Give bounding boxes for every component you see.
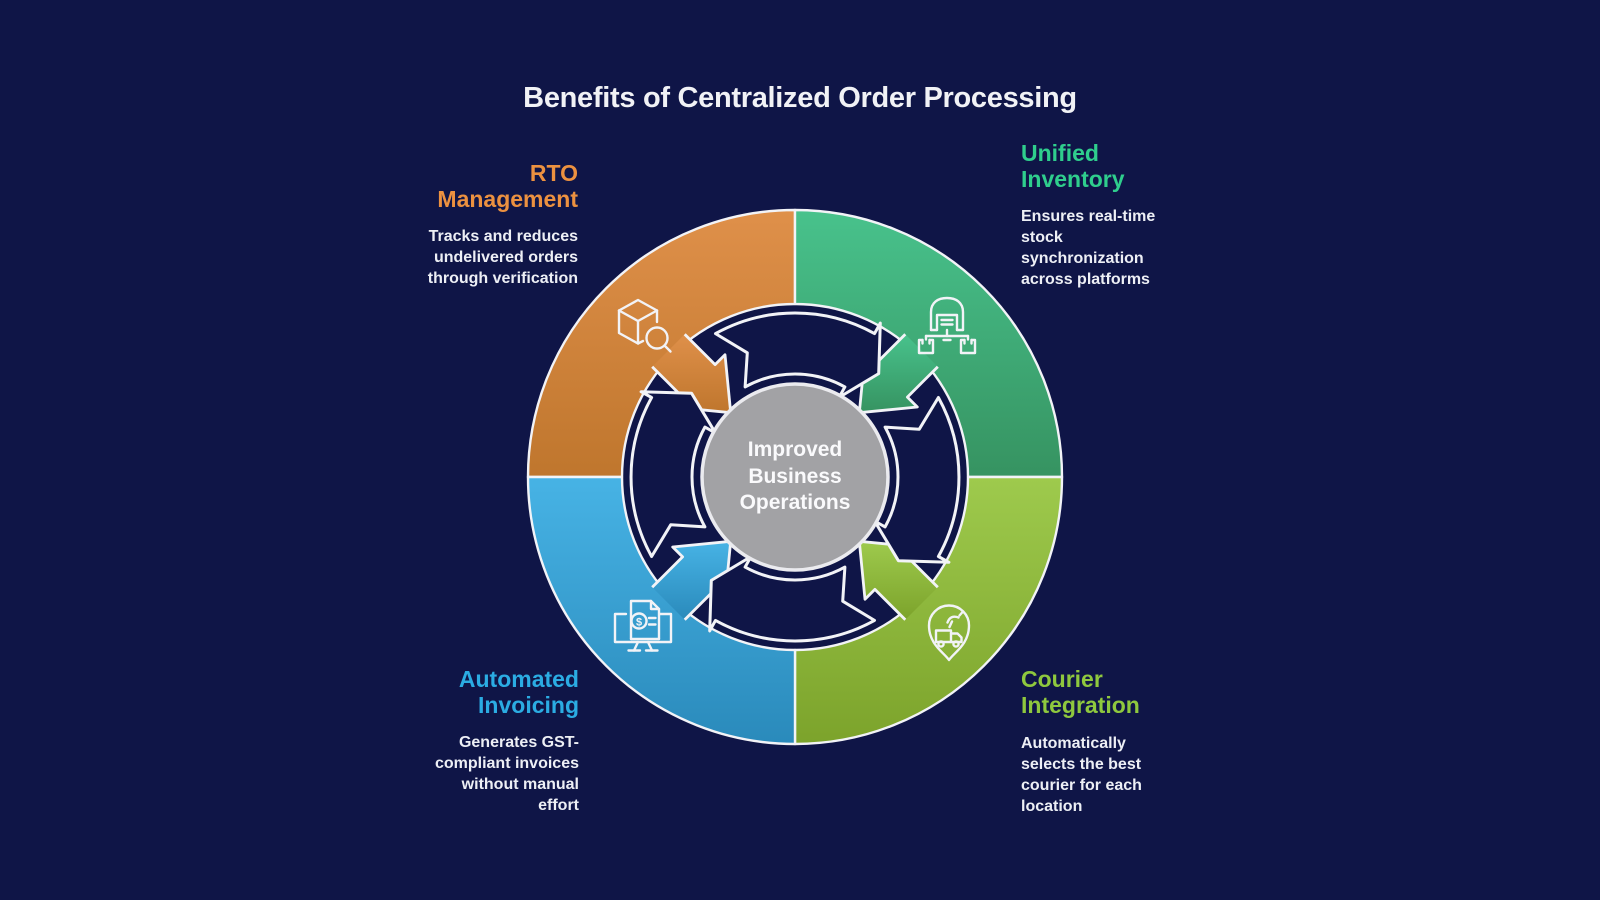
inward-arrow-rto-management — [652, 334, 731, 413]
cycle-arrow-right — [873, 396, 961, 564]
cycle-arrow-left — [629, 390, 717, 558]
segment-desc-unified-inventory: Ensures real-time stock synchronization … — [1021, 208, 1156, 288]
inward-arrow-automated-invoicing — [652, 541, 731, 620]
segment-heading-unified-inventory: Unified Inventory — [1021, 140, 1125, 192]
page-title: Benefits of Centralized Order Processing — [523, 82, 1077, 114]
segment-heading-courier-integration: Courier Integration — [1021, 666, 1140, 718]
invoice-monitor-icon: $ — [613, 599, 673, 652]
inward-arrow-courier-integration — [859, 541, 938, 620]
segment-desc-automated-invoicing: Generates GST- compliant invoices withou… — [434, 734, 579, 814]
cycle-arrow-top — [714, 311, 882, 399]
segment-heading-automated-invoicing: Automated Invoicing — [458, 666, 579, 718]
package-search-icon — [617, 298, 672, 353]
segment-heading-rto-management: RTO Management — [437, 160, 578, 212]
center-circle — [700, 382, 890, 572]
cycle-arrow-bottom — [708, 555, 876, 643]
segment-desc-courier-integration: Automatically selects the best courier f… — [1021, 735, 1142, 815]
warehouse-distribution-icon — [917, 296, 977, 355]
segment-desc-rto-management: Tracks and reduces undelivered orders th… — [427, 228, 578, 287]
svg-text:$: $ — [636, 617, 642, 629]
courier-tracking-pin-icon — [927, 604, 971, 662]
center-circle-label: Improved Business Operations — [739, 438, 851, 514]
